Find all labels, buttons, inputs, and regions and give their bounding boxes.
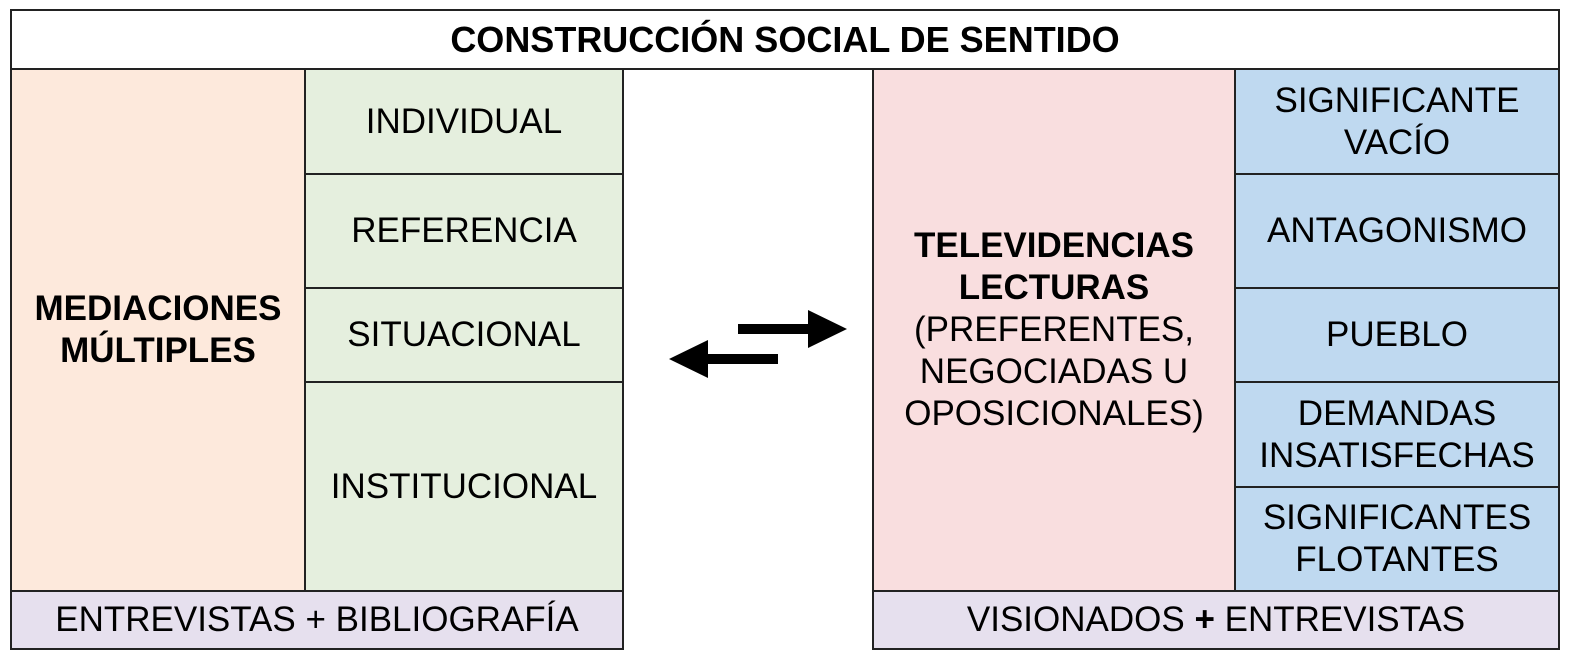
mediaciones-line1: MEDIACIONES <box>34 289 282 328</box>
bidirectional-arrows-icon <box>669 310 847 378</box>
diagram-title: CONSTRUCCIÓN SOCIAL DE SENTIDO <box>10 9 1560 70</box>
concept-item-antagonismo: ANTAGONISMO <box>1234 173 1560 289</box>
televidencias-line2: LECTURAS <box>958 268 1150 307</box>
right-footer-plus: + <box>1194 600 1215 639</box>
televidencias-line1: TELEVIDENCIAS <box>913 226 1195 265</box>
televidencias-box: TELEVIDENCIAS LECTURAS (PREFERENTES, NEG… <box>872 68 1236 592</box>
mediation-item-referencia: REFERENCIA <box>304 173 624 289</box>
left-footer: ENTREVISTAS + BIBLIOGRAFÍA <box>10 590 624 650</box>
arrow-left-icon <box>669 340 778 378</box>
mediation-item-situacional: SITUACIONAL <box>304 287 624 383</box>
concept-line2: VACÍO <box>1343 122 1451 162</box>
televidencias-line3: (PREFERENTES, <box>913 310 1195 349</box>
mediation-item-individual: INDIVIDUAL <box>304 68 624 175</box>
mediaciones-box: MEDIACIONES MÚLTIPLES <box>10 68 306 592</box>
televidencias-line5: OPOSICIONALES) <box>904 394 1204 433</box>
concept-item-significantes-flotantes: SIGNIFICANTES FLOTANTES <box>1234 486 1560 592</box>
concept-line1: ANTAGONISMO <box>1267 211 1527 250</box>
concept-line1: PUEBLO <box>1326 315 1468 354</box>
mediaciones-line2: MÚLTIPLES <box>60 331 256 370</box>
concept-line1: DEMANDAS <box>1297 393 1497 433</box>
concept-item-demandas: DEMANDAS INSATISFECHAS <box>1234 381 1560 488</box>
mediation-item-institucional: INSTITUCIONAL <box>304 381 624 592</box>
right-footer-part2: ENTREVISTAS <box>1214 600 1466 639</box>
concept-item-significante-vacio: SIGNIFICANTE VACÍO <box>1234 68 1560 175</box>
concept-line1: SIGNIFICANTES <box>1262 498 1532 537</box>
concept-line2: FLOTANTES <box>1295 540 1499 579</box>
arrow-right-icon <box>738 310 847 348</box>
televidencias-line4: NEGOCIADAS U <box>919 352 1189 391</box>
right-footer-part1: VISIONADOS <box>966 600 1195 639</box>
right-footer: VISIONADOS + ENTREVISTAS <box>872 590 1560 650</box>
concept-line2: INSATISFECHAS <box>1259 435 1535 475</box>
concept-line1: SIGNIFICANTE <box>1274 80 1520 120</box>
concept-item-pueblo: PUEBLO <box>1234 287 1560 383</box>
